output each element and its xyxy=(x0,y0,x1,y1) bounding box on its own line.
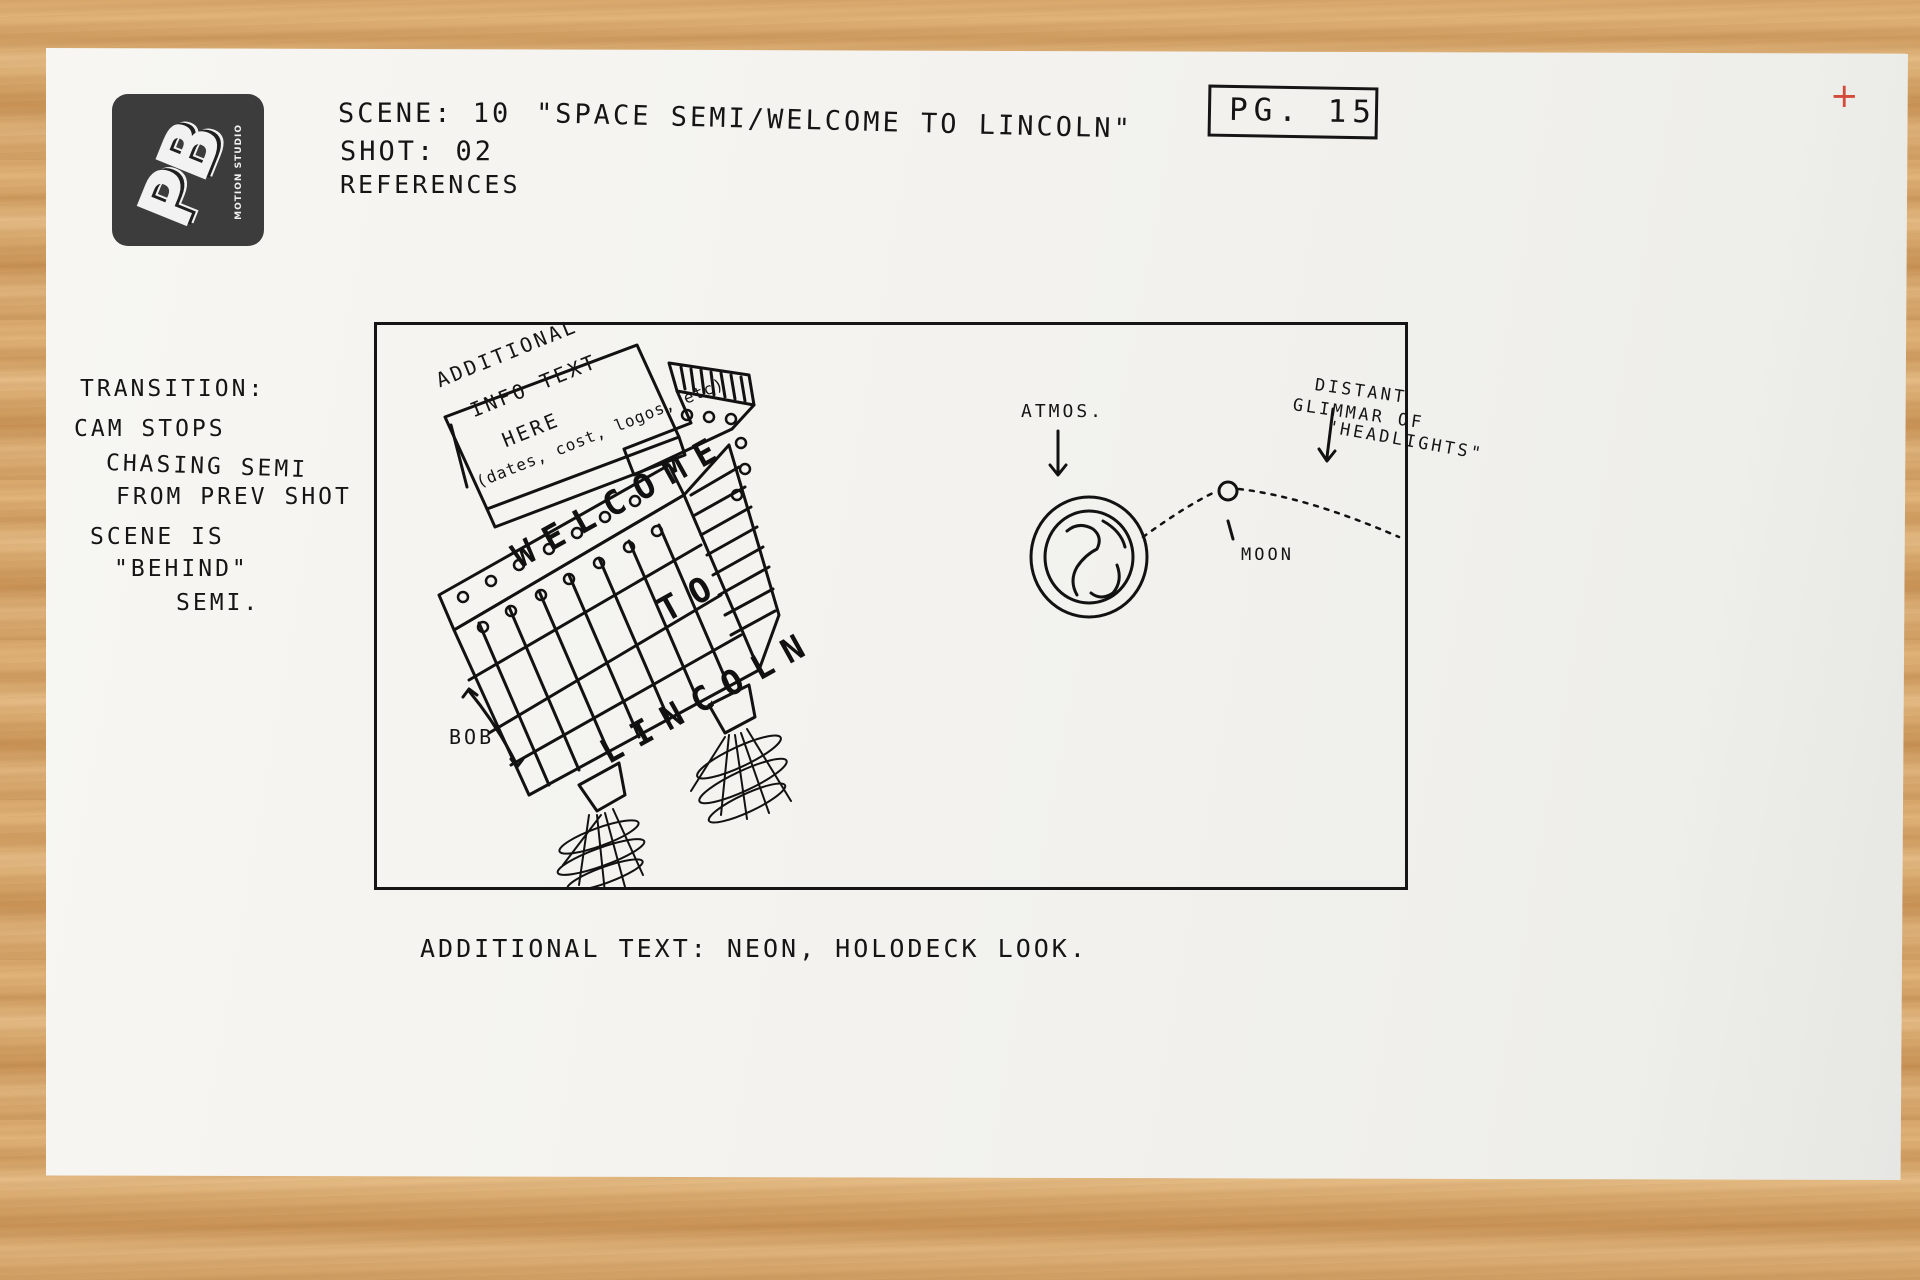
note-line-4: FROM PREV SHOT xyxy=(116,484,352,510)
distant-arrow xyxy=(1317,407,1337,463)
note-line-2: CAM STOPS xyxy=(74,416,226,442)
shot-number: SHOT: 02 xyxy=(340,136,495,167)
earth-planet xyxy=(1029,495,1149,619)
bob-label: BOB xyxy=(449,725,495,749)
note-line-7: SEMI. xyxy=(176,590,261,616)
additional-text-note: ADDITIONAL TEXT: NEON, HOLODECK LOOK. xyxy=(420,934,1088,963)
note-line-1: TRANSITION: xyxy=(80,376,266,402)
page-number-box: PG. 15 xyxy=(1207,84,1379,140)
atmos-arrow xyxy=(1048,429,1068,477)
storyboard-paper xyxy=(46,48,1908,1180)
atmos-label: ATMOS. xyxy=(1021,401,1105,422)
logo-letters: PB xyxy=(121,111,240,240)
logo-subtitle: MOTION STUDIO xyxy=(234,124,244,220)
note-line-5: SCENE IS xyxy=(90,524,225,550)
note-line-6: "BEHIND" xyxy=(114,556,249,582)
moon xyxy=(1217,480,1239,502)
storyboard-frame: ADDITIONAL INFO TEXT HERE (dates, cost, … xyxy=(374,314,1485,890)
headlights-dotted-path xyxy=(1141,487,1401,539)
references-label: REFERENCES xyxy=(340,170,521,199)
moon-label: MOON xyxy=(1241,545,1294,565)
space-semi-truck xyxy=(437,361,792,887)
sketch-drawing xyxy=(437,343,1401,887)
red-cross-mark: + xyxy=(1830,76,1859,116)
info-callout-board xyxy=(443,343,687,529)
bob-motion-arrow xyxy=(461,687,525,769)
scene-number: SCENE: 10 xyxy=(338,98,512,129)
page-number: PG. 15 xyxy=(1228,91,1378,131)
pb-studio-logo: PB MOTION STUDIO xyxy=(112,94,264,246)
